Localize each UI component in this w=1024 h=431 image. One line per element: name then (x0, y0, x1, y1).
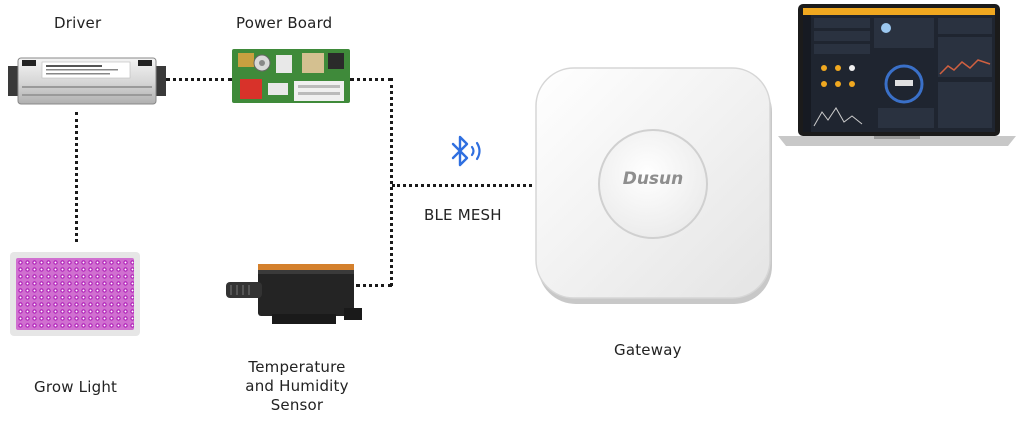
connector-board-down (390, 78, 393, 286)
driver-icon (8, 56, 166, 108)
power-board-icon (232, 45, 350, 105)
ble-mesh-label: BLE MESH (424, 206, 502, 224)
power-board-label: Power Board (236, 14, 333, 32)
grow-light-label: Grow Light (34, 378, 118, 396)
sensor-label-line1: Temperature (248, 358, 346, 376)
connector-board-right (350, 78, 392, 81)
sensor-icon (224, 258, 364, 328)
sensor-label-line2: and Humidity (245, 377, 349, 395)
sensor-label-line3: Sensor (270, 396, 324, 414)
driver-label: Driver (54, 14, 102, 32)
connector-gateway (392, 184, 532, 187)
gateway-label: Gateway (614, 341, 682, 359)
laptop-icon (778, 4, 1016, 146)
sensor-label: Temperature and Humidity Sensor (232, 358, 362, 415)
gateway-icon: Dusun (532, 66, 777, 306)
grow-light-icon (10, 252, 140, 336)
connector-driver-board (166, 78, 232, 81)
gateway-brand: Dusun (622, 169, 684, 189)
bluetooth-icon (447, 132, 489, 172)
connector-driver-light (75, 112, 78, 242)
connector-sensor (356, 284, 392, 287)
